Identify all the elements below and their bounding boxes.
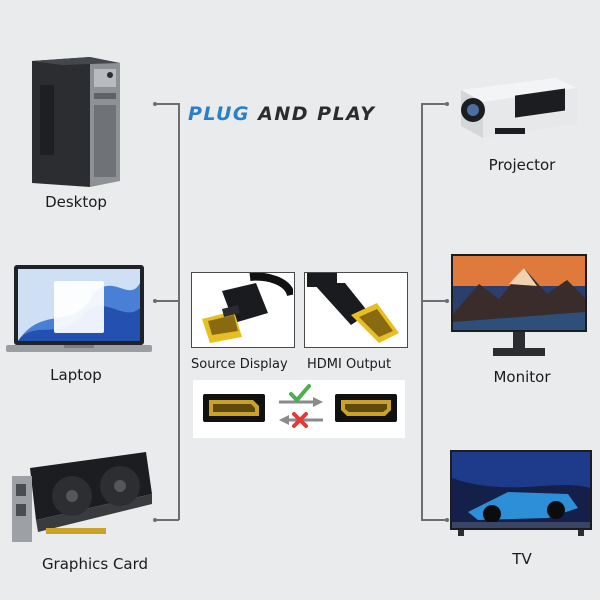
right-dot-bottom (445, 518, 449, 522)
monitor-icon (449, 254, 589, 362)
displayport-port-icon (203, 394, 265, 422)
backward-arrow-icon (279, 415, 323, 425)
cross-icon (292, 412, 308, 428)
direction-panel (193, 380, 405, 438)
graphics-card-icon (6, 448, 156, 548)
tv-label: TV (512, 550, 532, 568)
hdmi-output-box (304, 272, 408, 348)
right-connector-top (421, 103, 447, 105)
right-dot-top (445, 102, 449, 106)
left-dot-bottom (153, 518, 157, 522)
desktop-label: Desktop (45, 193, 107, 211)
projector-label: Projector (488, 156, 556, 174)
hdmi-connector-icon (305, 273, 406, 346)
right-connector-bottom (421, 519, 447, 521)
laptop-label: Laptop (50, 366, 102, 384)
projector-icon (455, 72, 580, 147)
title-part1: PLUG (188, 103, 251, 125)
left-connector-bottom (155, 519, 179, 521)
left-connector-vertical (178, 103, 180, 520)
left-dot-top (153, 102, 157, 106)
left-dot-mid (153, 299, 157, 303)
displayport-connector-icon (192, 272, 295, 346)
plug-and-play-title: PLUG AND PLAY (188, 103, 375, 125)
tv-icon (448, 448, 594, 540)
laptop-icon (4, 263, 154, 358)
left-connector-mid (155, 300, 179, 302)
source-display-label: Source Display (191, 357, 288, 372)
forward-arrow-icon (279, 397, 323, 407)
graphics-card-label: Graphics Card (41, 555, 149, 573)
left-connector-top (155, 103, 179, 105)
hdmi-port-icon (335, 394, 397, 422)
right-connector-mid (421, 300, 447, 302)
desktop-tower-icon (28, 55, 124, 190)
right-dot-mid (445, 299, 449, 303)
monitor-label: Monitor (493, 368, 551, 386)
hdmi-output-label: HDMI Output (307, 357, 392, 372)
right-connector-vertical (421, 103, 423, 520)
title-part2: AND PLAY (258, 103, 376, 125)
check-icon (289, 384, 311, 403)
source-display-box (191, 272, 295, 348)
